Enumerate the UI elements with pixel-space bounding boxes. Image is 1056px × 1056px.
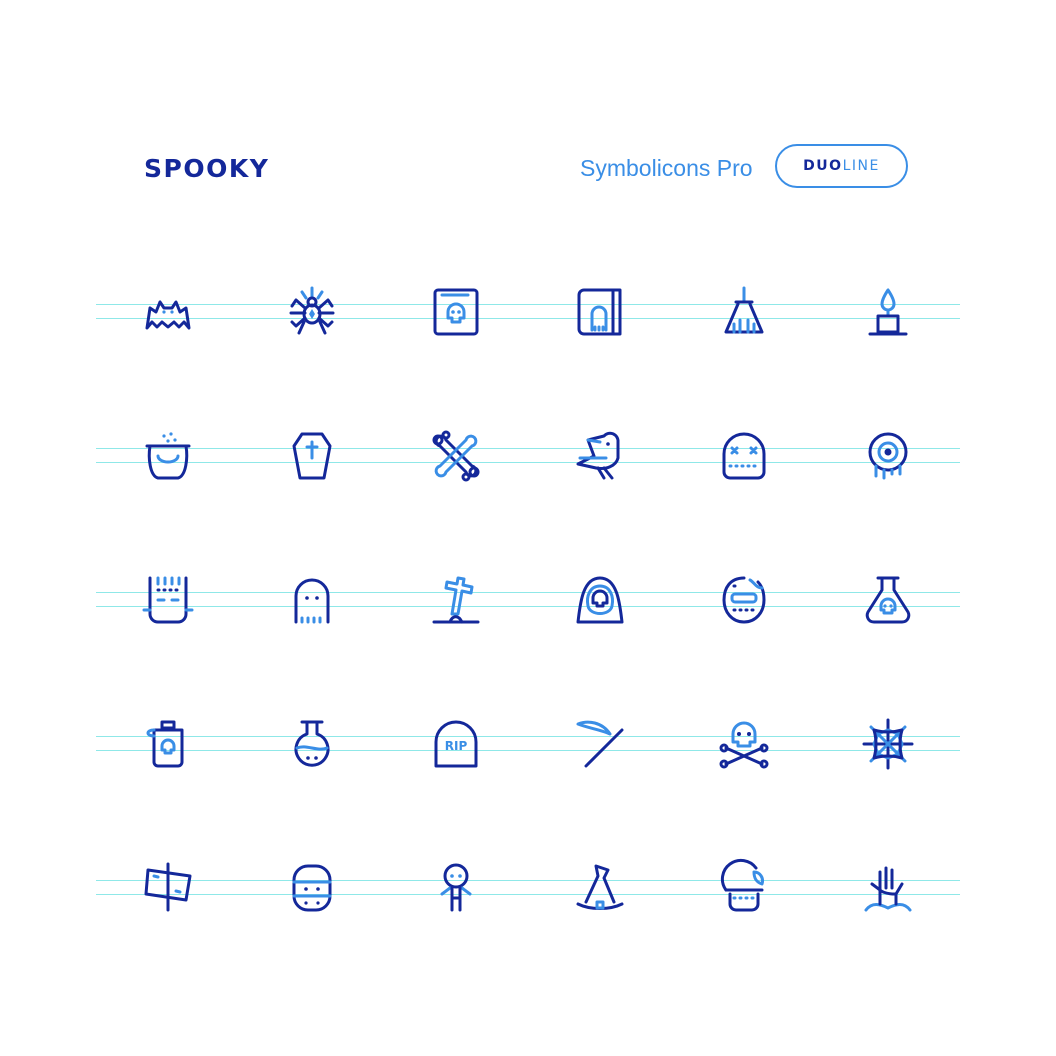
skull-crossbones-icon[interactable] xyxy=(719,720,769,769)
poison-bottle-icon[interactable] xyxy=(144,720,192,768)
cauldron-icon[interactable] xyxy=(144,432,192,480)
title: SPOOKY xyxy=(144,154,270,183)
brand-name: Symbolicons Pro xyxy=(580,155,753,181)
guide-line xyxy=(96,880,960,881)
guide-line xyxy=(96,736,960,737)
guide-line xyxy=(96,750,960,751)
bone-icon[interactable] xyxy=(432,430,480,482)
frankenstein-icon[interactable] xyxy=(142,576,194,624)
bat-icon[interactable] xyxy=(144,288,192,336)
skull-book-icon[interactable] xyxy=(432,288,480,336)
coffin-icon[interactable] xyxy=(288,432,336,480)
crow-icon[interactable] xyxy=(576,431,624,480)
voodoo-doll-icon[interactable] xyxy=(720,432,768,480)
poison-flask-icon[interactable] xyxy=(864,576,912,624)
witch-broom-icon[interactable] xyxy=(720,286,768,336)
hockey-mask-icon[interactable] xyxy=(720,576,768,624)
ghost-book-icon[interactable] xyxy=(576,288,624,336)
ghost-icon[interactable] xyxy=(288,576,336,624)
zombie-hand-icon[interactable] xyxy=(864,864,912,912)
grave-cross-icon[interactable] xyxy=(432,576,480,624)
spider-icon[interactable] xyxy=(288,286,336,336)
potion-icon[interactable] xyxy=(288,720,336,768)
guide-line xyxy=(96,448,960,449)
guide-line xyxy=(96,318,960,319)
wooden-sign-icon[interactable] xyxy=(144,862,192,912)
witch-hat-icon[interactable] xyxy=(576,864,624,912)
guide-line xyxy=(96,606,960,607)
voodoo-pin-icon[interactable] xyxy=(432,863,480,912)
zombie-head-icon[interactable] xyxy=(720,858,768,912)
candle-icon[interactable] xyxy=(864,288,912,336)
rip-tombstone-icon[interactable]: RIP xyxy=(432,720,480,768)
guide-line xyxy=(96,592,960,593)
guide-line xyxy=(96,462,960,463)
spider-web-icon[interactable] xyxy=(862,718,914,770)
rip-text: RIP xyxy=(445,739,468,753)
guide-line xyxy=(96,894,960,895)
guide-line xyxy=(96,304,960,305)
mummy-icon[interactable] xyxy=(288,864,336,912)
grim-reaper-icon[interactable] xyxy=(576,576,624,624)
badge-part-line: LINE xyxy=(842,158,880,174)
scythe-icon[interactable] xyxy=(576,720,624,768)
eyeball-icon[interactable] xyxy=(864,432,912,480)
badge-part-duo: DUO xyxy=(803,158,843,174)
